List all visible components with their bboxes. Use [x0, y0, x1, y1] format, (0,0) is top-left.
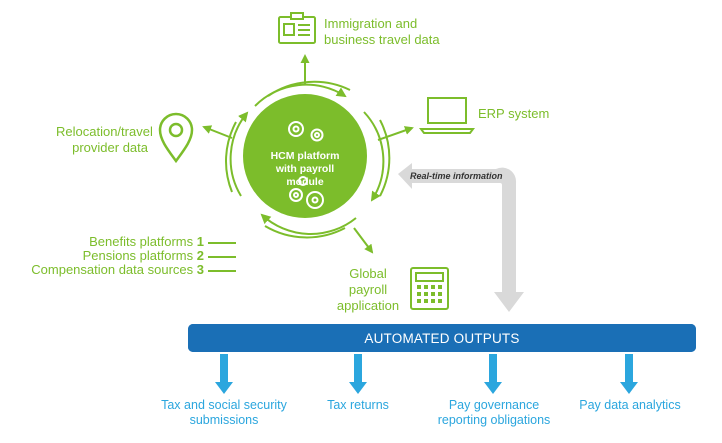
platform-item: Pensions platforms 2: [20, 249, 204, 263]
platform-number: 2: [196, 248, 204, 263]
output-line1: Pay governance: [448, 398, 540, 412]
realtime-arrow: [398, 163, 524, 312]
hub-circle: [243, 94, 367, 218]
output-arrow-2: [349, 354, 367, 394]
arrow-to-erp: [377, 126, 414, 141]
immigration-label-line2: business travel data: [324, 32, 440, 47]
platform-list: Benefits platforms 1 Pensions platforms …: [20, 235, 204, 277]
output-line1: Pay data analytics: [579, 398, 681, 412]
immigration-label: Immigration and business travel data: [324, 16, 440, 48]
immigration-label-line1: Immigration and: [324, 16, 418, 31]
platform-item: Compensation data sources 3: [20, 263, 204, 277]
output-line2: reporting obligations: [437, 413, 551, 427]
gears-icon: [288, 121, 324, 142]
global-payroll-line3: application: [336, 298, 400, 313]
output-arrow-1: [215, 354, 233, 394]
arrow-to-global-payroll: [353, 227, 374, 254]
banner-label: AUTOMATED OUTPUTS: [364, 330, 520, 346]
platform-number: 3: [196, 262, 204, 277]
relocation-label: Relocation/travel provider data: [56, 124, 153, 156]
laptop-icon: [419, 97, 475, 134]
erp-label: ERP system: [478, 106, 550, 121]
relocation-label-line1: Relocation/travel: [56, 124, 153, 139]
relocation-label-line2: provider data: [72, 140, 148, 155]
output-arrow-4: [620, 354, 638, 394]
global-payroll-label: Global payroll application: [330, 266, 406, 314]
output-item: Pay governance reporting obligations: [426, 398, 562, 428]
platform-label: Benefits platforms: [89, 234, 194, 249]
output-line1: Tax and social security: [161, 398, 287, 412]
arrow-to-relocation: [202, 125, 233, 139]
cycle-arrows: [225, 80, 391, 239]
output-item: Pay data analytics: [568, 398, 692, 413]
calculator-icon: [410, 267, 449, 310]
output-item: Tax returns: [300, 398, 416, 413]
global-payroll-line2: payroll: [348, 282, 388, 297]
hub-label: HCM platform with payroll module: [256, 150, 354, 189]
hub-label-line1: HCM platform: [270, 150, 340, 162]
hub-label-line2: with payroll module: [275, 163, 335, 188]
gears-icon: [289, 176, 324, 209]
global-payroll-line1: Global: [349, 266, 387, 281]
output-line1: Tax returns: [327, 398, 389, 412]
platform-label: Pensions platforms: [82, 248, 194, 263]
id-card-icon: [278, 12, 316, 44]
platform-item: Benefits platforms 1: [20, 235, 204, 249]
output-line2: submissions: [189, 413, 259, 427]
output-item: Tax and social security submissions: [148, 398, 300, 428]
output-arrows: [215, 354, 638, 394]
map-pin-icon: [158, 112, 194, 164]
platform-label: Compensation data sources: [31, 262, 194, 277]
realtime-label: Real-time information: [410, 171, 503, 181]
automated-outputs-banner: AUTOMATED OUTPUTS: [188, 324, 696, 352]
output-arrow-3: [484, 354, 502, 394]
platform-lines: [208, 242, 236, 272]
platform-number: 1: [196, 234, 204, 249]
